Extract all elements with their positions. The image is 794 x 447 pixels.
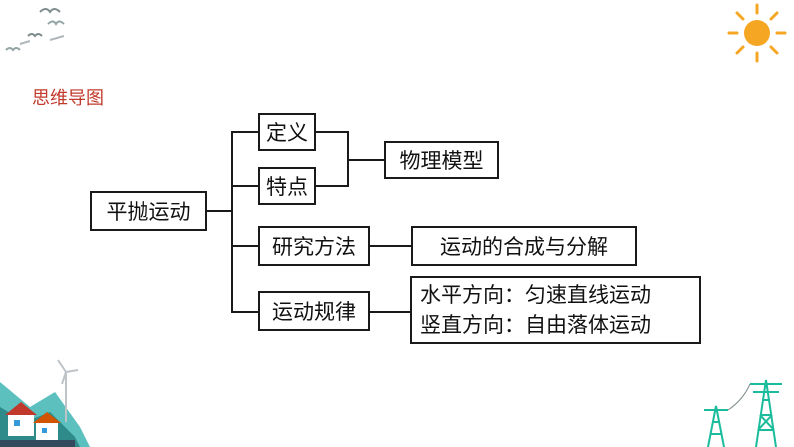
- connector-laws-detail: [370, 311, 410, 313]
- connector-to-definition: [231, 131, 258, 133]
- features-label: 特点: [266, 175, 308, 199]
- houses-wind-turbine-icon: [0, 359, 90, 447]
- definition-label: 定义: [266, 121, 308, 145]
- physical-model-label: 物理模型: [399, 149, 484, 173]
- laws-label: 运动规律: [272, 300, 356, 324]
- connector-to-laws: [231, 311, 258, 313]
- features-node: 特点: [258, 167, 316, 205]
- root-node-label: 平抛运动: [106, 200, 191, 224]
- method-detail-label: 运动的合成与分解: [440, 235, 608, 259]
- connector-main-trunk: [231, 131, 233, 313]
- definition-node: 定义: [258, 113, 316, 151]
- page-title: 思维导图: [32, 88, 104, 109]
- connector-to-method: [231, 245, 258, 247]
- power-towers-icon: [704, 379, 782, 447]
- method-label: 研究方法: [272, 235, 356, 259]
- laws-node: 运动规律: [258, 291, 370, 331]
- laws-detail-line1: 水平方向：匀速直线运动: [420, 283, 651, 307]
- connector-root-out: [207, 210, 232, 212]
- sun-icon: [727, 3, 787, 63]
- laws-detail-line2: 竖直方向：自由落体运动: [420, 313, 651, 337]
- root-node: 平抛运动: [90, 191, 207, 231]
- method-detail-node: 运动的合成与分解: [411, 226, 637, 266]
- connector-definition-out: [316, 131, 348, 133]
- birds-icon: [5, 8, 65, 52]
- connector-method-detail: [370, 245, 411, 247]
- connector-to-model: [347, 159, 384, 161]
- method-node: 研究方法: [258, 226, 370, 266]
- connector-to-features: [231, 185, 258, 187]
- connector-features-out: [316, 185, 348, 187]
- laws-detail-node: 水平方向：匀速直线运动 竖直方向：自由落体运动: [410, 276, 701, 344]
- physical-model-node: 物理模型: [384, 141, 499, 179]
